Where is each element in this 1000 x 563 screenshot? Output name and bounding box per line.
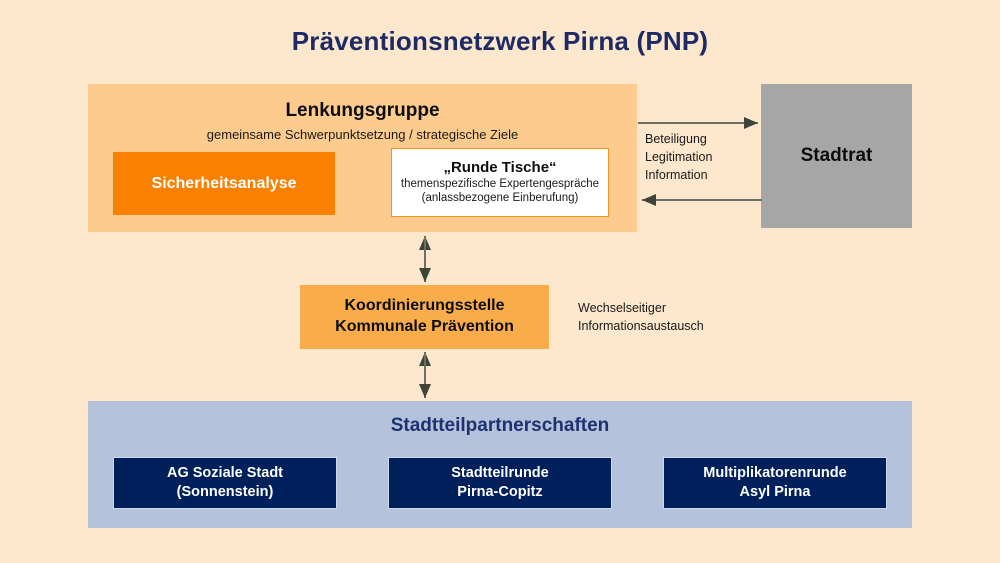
connector-stadtrat-labels: Beteiligung Legitimation Information (645, 130, 765, 184)
connector-label-beteiligung: Beteiligung (645, 132, 707, 146)
koordinierung-line2: Kommunale Prävention (335, 318, 514, 335)
lenkungsgruppe-heading: Lenkungsgruppe (285, 100, 440, 121)
stadtteil-box-2-line1: Multiplikatorenrunde (703, 465, 847, 482)
stadtteilpartnerschaften-heading: Stadtteilpartnerschaften (390, 415, 610, 436)
box-stadtteilrunde-pirna-copitz: Stadtteilrunde Pirna-Copitz (388, 457, 612, 509)
label-wechselseitiger-informationsaustausch: Wechselseitiger Informationsaustausch (578, 299, 778, 335)
box-runde-tische: „Runde Tische“ themenspezifische Experte… (391, 148, 609, 217)
runde-tische-line2: (anlassbezogene Einberufung) (421, 192, 579, 204)
koordinierung-line1: Koordinierungsstelle (344, 297, 505, 315)
wechselseitig-line2: Informationsaustausch (578, 319, 704, 334)
stadtrat-label: Stadtrat (800, 145, 873, 166)
runde-tische-line1: themenspezifische Expertengespräche (400, 178, 600, 191)
box-sicherheitsanalyse: Sicherheitsanalyse (113, 152, 335, 215)
stadtteil-box-2-line2: Asyl Pirna (739, 484, 811, 500)
wechselseitig-line1: Wechselseitiger (578, 301, 667, 315)
lenkungsgruppe-subheading: gemeinsame Schwerpunktsetzung / strategi… (206, 127, 519, 142)
box-stadtrat: Stadtrat (761, 84, 912, 228)
connector-label-information: Information (645, 168, 708, 183)
connector-label-legitimation: Legitimation (645, 150, 713, 165)
connector-koordinierung-stadtteil (419, 352, 431, 398)
box-ag-soziale-stadt: AG Soziale Stadt (Sonnenstein) (113, 457, 337, 509)
box-koordinierungsstelle: Koordinierungsstelle Kommunale Präventio… (300, 285, 549, 349)
page-title: Präventionsnetzwerk Pirna (PNP) (291, 26, 709, 56)
runde-tische-title: „Runde Tische“ (443, 159, 557, 177)
stadtteil-box-0-line2: (Sonnenstein) (176, 484, 274, 500)
stadtteil-box-1-line2: Pirna-Copitz (457, 484, 543, 500)
panel-stadtteilpartnerschaften: Stadtteilpartnerschaften AG Soziale Stad… (88, 401, 912, 528)
connector-lenkungsgruppe-koordinierung (419, 236, 431, 282)
box-multiplikatorenrunde-asyl-pirna: Multiplikatorenrunde Asyl Pirna (663, 457, 887, 509)
sicherheitsanalyse-label: Sicherheitsanalyse (151, 174, 297, 192)
stadtteil-box-1-line1: Stadtteilrunde (451, 465, 549, 482)
stadtteil-box-0-line1: AG Soziale Stadt (166, 465, 284, 482)
panel-lenkungsgruppe: Lenkungsgruppe gemeinsame Schwerpunktset… (88, 84, 637, 232)
